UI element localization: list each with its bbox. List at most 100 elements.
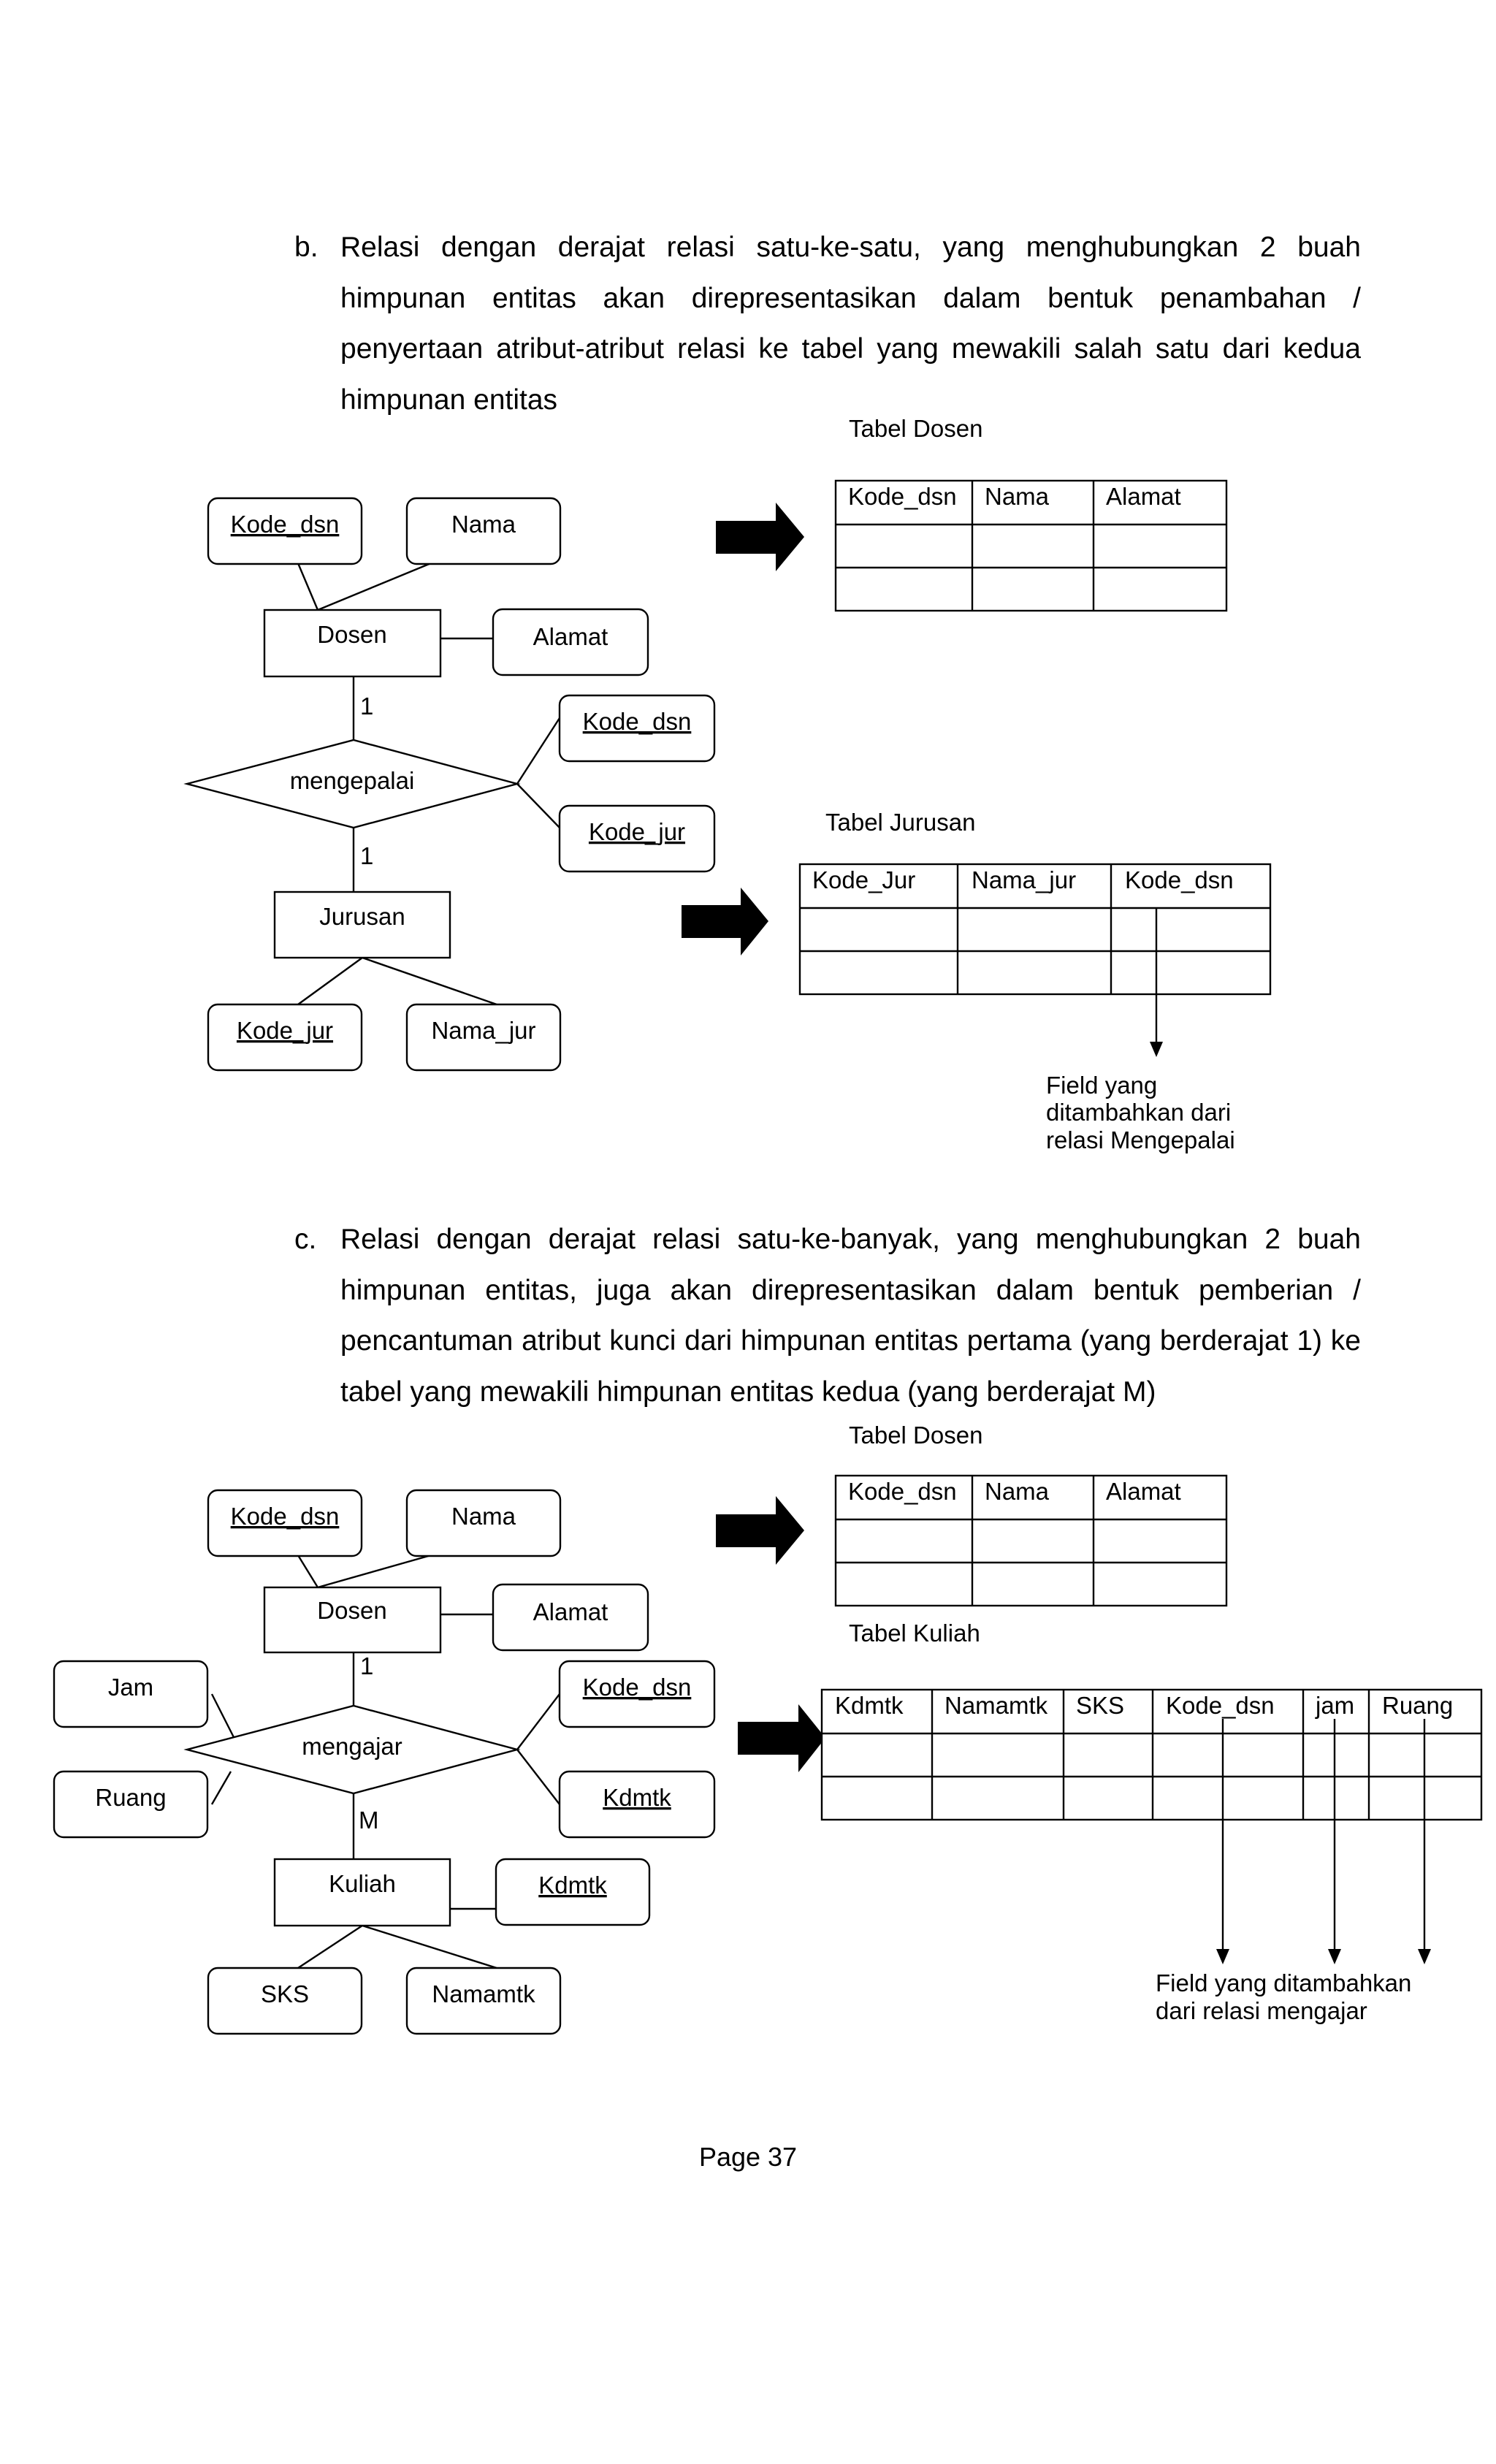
er-line-rel-ruang — [210, 1771, 232, 1805]
attr-kode-dsn-box — [207, 1489, 363, 1557]
relationship-mengepalai-label: mengepalai — [290, 767, 415, 794]
tabel-kuliah-title: Tabel Kuliah — [849, 1620, 980, 1647]
attr-nama-box — [405, 1489, 562, 1557]
rel-attr-jam-box — [53, 1660, 209, 1728]
er-line-jurusan-kode-jur — [297, 957, 363, 1005]
attr-nama-box — [405, 497, 562, 565]
tabel-dosen-col-1: Kode_dsn — [848, 483, 957, 510]
block-arrow-to-tabel-dosen — [716, 503, 804, 571]
attr-sks-label: SKS — [261, 1980, 309, 2007]
attr-sks-box — [207, 1967, 363, 2035]
er-line-dosen-kode-dsn — [297, 562, 319, 611]
attr-namamtk-box — [405, 1967, 562, 2035]
block-arrow-to-tabel-kuliah — [738, 1704, 825, 1772]
paragraph-c-text: Relasi dengan derajat relasi satu-ke-ban… — [340, 1224, 1361, 1408]
tabel-dosen — [834, 1474, 1228, 1607]
tabel-kuliah-col-6: Ruang — [1382, 1692, 1453, 1719]
er-line-rel-kode-dsn — [516, 717, 561, 785]
tabel-dosen-col-2: Nama — [985, 1478, 1050, 1505]
tabel-jurusan-col-3: Kode_dsn — [1125, 866, 1234, 893]
paragraph-b-text: Relasi dengan derajat relasi satu-ke-sat… — [340, 232, 1361, 416]
attr-alamat-label: Alamat — [533, 1598, 608, 1625]
rel-attr-ruang-box — [53, 1770, 209, 1839]
er-line-rel-kode-jur — [516, 783, 560, 828]
figure-c: Kode_dsn Nama Alamat Jam Ruang Kode_dsn … — [53, 1422, 1483, 2035]
rel-attr-kdmtk-box — [558, 1770, 716, 1839]
rel-attr-kode-dsn-box — [558, 1660, 716, 1728]
attr-kode-dsn-box — [207, 497, 363, 565]
block-arrow-to-tabel-jurusan — [682, 888, 768, 956]
rel-attr-kode-dsn-label: Kode_dsn — [583, 708, 692, 735]
figure-b: Kode_dsn Nama Alamat Kode_dsn Kode_jur K… — [183, 415, 1272, 1153]
cardinality-bottom: 1 — [360, 842, 373, 869]
list-marker-c: c. — [294, 1224, 317, 1255]
attr-alamat-box — [492, 608, 649, 676]
er-line-rel-kdmtk — [516, 1749, 560, 1805]
attr-namamtk-label: Namamtk — [432, 1980, 535, 2007]
entity-dosen-box — [263, 1586, 442, 1654]
note-c-line-2: dari relasi mengajar — [1156, 1997, 1367, 2024]
er-line-dosen-nama — [317, 562, 432, 611]
rel-attr-kdmtk-label: Kdmtk — [603, 1784, 671, 1811]
er-line-jurusan-nama-jur — [362, 956, 497, 1006]
attr-kdmtk-label: Kdmtk — [538, 1872, 607, 1899]
rel-attr-ruang-label: Ruang — [95, 1784, 166, 1811]
added-field-arrowhead — [1150, 1042, 1163, 1057]
rel-attr-kode-jur-label: Kode_jur — [589, 818, 685, 845]
tabel-dosen-col-3: Alamat — [1106, 483, 1181, 510]
cardinality-top: 1 — [360, 693, 373, 720]
tabel-jurusan-col-2: Nama_jur — [972, 866, 1076, 893]
tabel-dosen — [834, 479, 1228, 612]
tabel-jurusan — [798, 863, 1272, 996]
entity-dosen-label: Dosen — [317, 621, 386, 648]
tabel-dosen-col-2: Nama — [985, 483, 1050, 510]
entity-dosen-box — [263, 609, 442, 678]
attr-kode-jur-box — [207, 1003, 363, 1072]
er-line-kuliah-sks — [297, 1924, 363, 1969]
attr-nama-jur-label: Nama_jur — [431, 1017, 535, 1044]
er-line-dosen-kode-dsn — [297, 1555, 319, 1588]
relationship-mengajar-label: mengajar — [302, 1733, 402, 1760]
relationship-mengepalai-diamond — [183, 739, 521, 829]
block-arrow-to-tabel-dosen — [716, 1496, 804, 1565]
attr-kode-dsn-label: Kode_dsn — [231, 1503, 340, 1530]
entity-kuliah-box — [273, 1858, 451, 1927]
er-line-dosen-nama — [317, 1554, 432, 1589]
note-b-line-3: relasi Mengepalai — [1046, 1126, 1235, 1153]
note-c-line-1: Field yang ditambahkan — [1156, 1969, 1411, 1996]
cardinality-bottom: M — [359, 1807, 379, 1834]
tabel-jurusan-col-1: Kode_Jur — [812, 866, 915, 893]
page-number: Page 37 — [698, 2142, 798, 2172]
tabel-kuliah-col-5: jam — [1315, 1692, 1354, 1719]
attr-kdmtk-box — [495, 1858, 651, 1926]
attr-nama-label: Nama — [451, 1503, 516, 1530]
tabel-kuliah-col-4: Kode_dsn — [1166, 1692, 1275, 1719]
attr-nama-label: Nama — [451, 511, 516, 538]
rel-attr-kode-dsn-box — [558, 694, 716, 763]
tabel-kuliah-col-1: Kdmtk — [835, 1692, 904, 1719]
tabel-dosen-col-3: Alamat — [1106, 1478, 1181, 1505]
entity-jurusan-box — [273, 890, 451, 959]
attr-alamat-label: Alamat — [533, 623, 608, 650]
paragraph-b: b. Relasi dengan derajat relasi satu-ke-… — [294, 222, 1361, 425]
attr-nama-jur-box — [405, 1003, 562, 1072]
tabel-kuliah — [820, 1688, 1483, 1821]
added-field-arrow-jam-head — [1328, 1949, 1341, 1964]
rel-attr-kode-jur-box — [558, 804, 716, 873]
tabel-kuliah-col-3: SKS — [1076, 1692, 1124, 1719]
rel-attr-kode-dsn-label: Kode_dsn — [583, 1674, 692, 1701]
tabel-dosen-title: Tabel Dosen — [849, 415, 982, 442]
added-field-arrow-ruang-head — [1418, 1949, 1431, 1964]
relationship-mengajar-diamond — [183, 1704, 521, 1795]
tabel-kuliah-col-2: Namamtk — [944, 1692, 1048, 1719]
er-line-rel-kode-dsn — [516, 1693, 560, 1750]
added-field-arrow-kode-dsn-head — [1216, 1949, 1229, 1964]
attr-alamat-box — [492, 1583, 649, 1652]
entity-kuliah-label: Kuliah — [329, 1870, 396, 1897]
tabel-jurusan-title: Tabel Jurusan — [825, 809, 975, 836]
attr-kode-jur-label: Kode_jur — [237, 1017, 333, 1044]
entity-dosen-label: Dosen — [317, 1597, 386, 1624]
cardinality-top: 1 — [360, 1652, 373, 1679]
entity-jurusan-label: Jurusan — [319, 903, 405, 930]
rel-attr-jam-label: Jam — [108, 1674, 153, 1701]
